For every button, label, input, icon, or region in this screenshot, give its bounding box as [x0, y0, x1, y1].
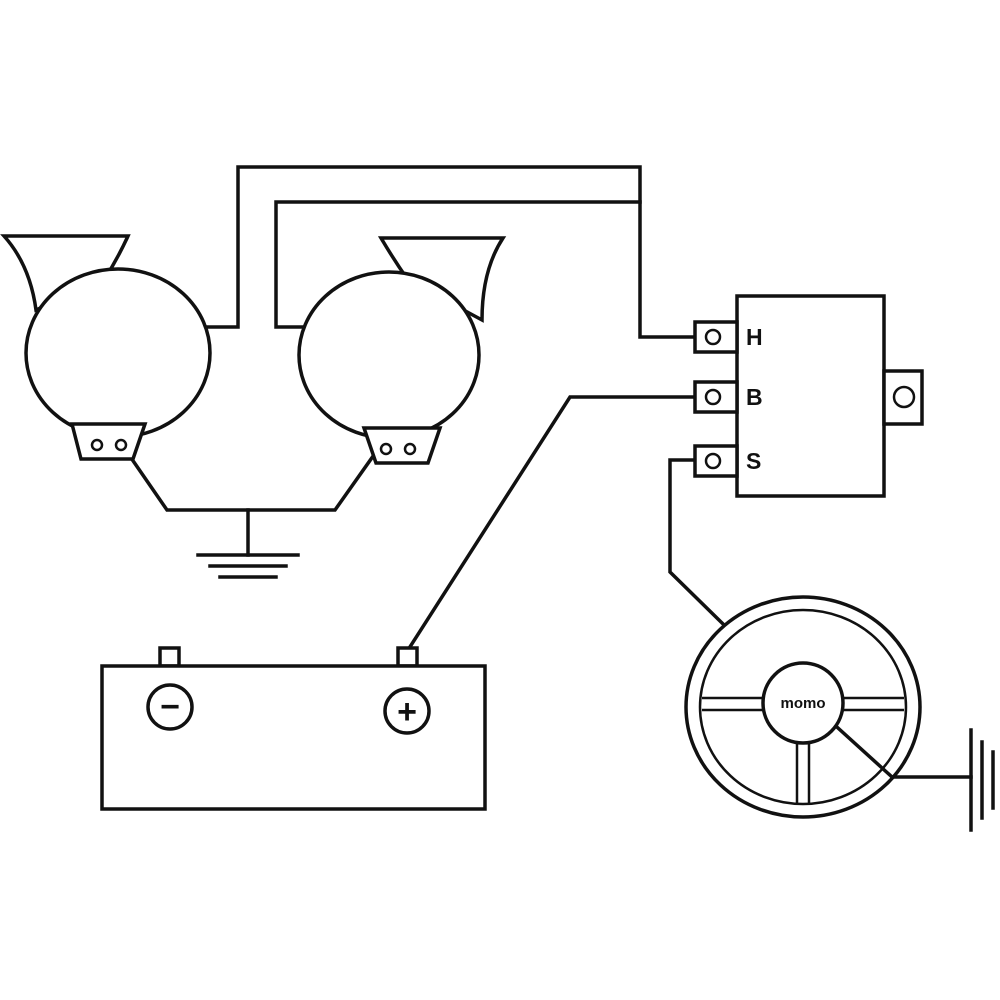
relay-label-b: B — [746, 384, 763, 410]
ground-symbol-wheel — [969, 728, 995, 832]
battery-positive-sign: + — [397, 693, 417, 731]
wire-right-horn-to-h — [274, 200, 642, 329]
relay-terminal-h — [693, 320, 739, 354]
left-horn-bell — [0, 234, 131, 313]
battery-terminal-post-negative — [158, 646, 181, 668]
left-horn-bracket — [69, 422, 148, 461]
relay-label-h: H — [746, 324, 763, 350]
relay-terminal-h-screw — [704, 328, 722, 346]
right-horn-terminal-1 — [379, 442, 393, 456]
relay-terminal-b — [693, 380, 739, 414]
ground-symbol-horns — [196, 553, 300, 579]
steering-wheel-spokes — [702, 696, 904, 803]
relay-terminal-s-screw — [704, 452, 722, 470]
right-horn-bracket — [361, 426, 443, 465]
battery-positive-circle — [383, 687, 431, 735]
steering-wheel: momo — [684, 595, 922, 819]
right-horn-bell — [377, 236, 507, 323]
steering-wheel-rim-inner — [698, 608, 908, 806]
relay: H B S — [693, 294, 924, 498]
relay-terminal-b-screw — [704, 388, 722, 406]
right-horn — [297, 236, 507, 465]
relay-mount-hole — [892, 385, 916, 409]
right-horn-terminal-2 — [403, 442, 417, 456]
right-horn-body — [297, 270, 481, 440]
relay-terminal-s — [693, 444, 739, 478]
battery-terminal-post-positive — [396, 646, 419, 668]
relay-mount-tab — [882, 369, 924, 426]
wire-left-horn-to-h — [206, 165, 702, 339]
wire-horns-to-ground — [124, 449, 379, 512]
battery-negative-sign: − — [160, 688, 180, 726]
relay-label-s: S — [746, 448, 761, 474]
steering-wheel-hub — [761, 661, 845, 745]
left-horn-terminal-1 — [90, 438, 104, 452]
left-horn-body — [24, 267, 212, 439]
wire-battery-to-b — [405, 395, 702, 653]
left-horn — [0, 234, 212, 461]
wire-s-to-wheel — [668, 458, 773, 673]
left-horn-terminal-2 — [114, 438, 128, 452]
battery-negative-circle — [146, 683, 194, 731]
battery: − + — [100, 646, 487, 811]
wire-wheel-internal — [835, 725, 895, 780]
steering-wheel-hub-label: momo — [781, 695, 826, 712]
wires — [124, 165, 973, 779]
